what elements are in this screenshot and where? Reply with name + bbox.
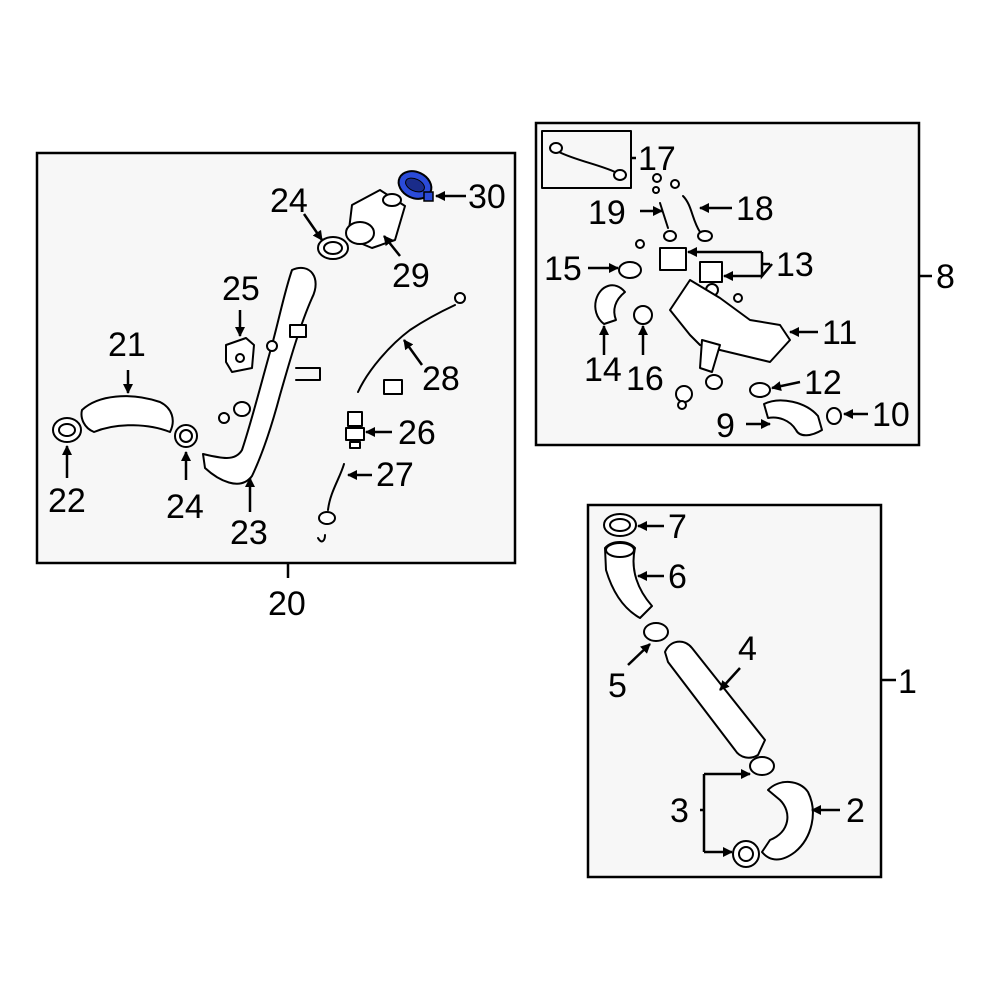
part-4-pipe[interactable] (664, 640, 766, 759)
part-23-intercooler-pipe[interactable] (202, 267, 321, 485)
subgroup-box-17 (541, 130, 632, 189)
callout-14: 14 (584, 351, 622, 389)
callout-19: 19 (588, 194, 626, 232)
part-2-hose[interactable] (761, 781, 814, 861)
part-5-clamp[interactable] (643, 622, 669, 642)
part-15-clamp[interactable] (618, 261, 642, 279)
callout-12: 12 (804, 364, 842, 402)
part-14-hose[interactable] (594, 284, 626, 325)
bolt-nut-pair[interactable] (675, 374, 723, 410)
callout-24-lower: 24 (166, 488, 204, 526)
callout-18: 18 (736, 190, 774, 228)
bolt-small[interactable] (218, 401, 251, 424)
callout-29: 29 (392, 257, 430, 295)
part-24-clamp-upper[interactable] (317, 236, 349, 260)
group-box-8 (534, 121, 921, 447)
callout-7: 7 (668, 508, 687, 546)
group-label-20: 20 (268, 585, 306, 623)
callout-9: 9 (716, 407, 735, 445)
callout-28: 28 (422, 360, 460, 398)
callout-4: 4 (738, 630, 757, 668)
callout-17: 17 (638, 140, 676, 178)
part-12-clamp[interactable] (749, 382, 771, 398)
part-21-hose[interactable] (80, 395, 174, 433)
part-19-hose[interactable] (652, 173, 677, 242)
part-18-hose[interactable] (670, 179, 713, 242)
callout-2: 2 (846, 792, 865, 830)
callout-10: 10 (872, 396, 910, 434)
callout-22: 22 (48, 482, 86, 520)
part-10-clamp[interactable] (826, 407, 842, 425)
callout-27: 27 (376, 456, 414, 494)
group-label-1: 1 (898, 663, 917, 701)
part-11-housing[interactable] (669, 279, 791, 373)
part-3-clamp-lower[interactable] (732, 840, 760, 868)
part-16-clamp[interactable] (633, 305, 653, 325)
callout-11: 11 (822, 314, 857, 352)
group-label-8: 8 (936, 258, 955, 296)
part-22-clamp[interactable] (52, 417, 82, 443)
part-25-bracket[interactable] (225, 337, 255, 373)
part-30-clamp[interactable] (394, 166, 436, 204)
part-6-hose[interactable] (604, 541, 653, 619)
callout-labels: 20 8 1 30 29 24 25 21 22 24 23 28 26 27 … (48, 140, 955, 830)
part-17-hose[interactable] (549, 142, 627, 181)
callout-6: 6 (668, 558, 687, 596)
part-3-clamp-upper[interactable] (749, 756, 775, 776)
callout-21: 21 (108, 326, 146, 364)
callout-15: 15 (544, 250, 582, 288)
leader-lines (62, 156, 932, 857)
callout-13: 13 (776, 246, 814, 284)
callout-16: 16 (626, 360, 664, 398)
part-27-small-hose[interactable] (317, 463, 345, 543)
callout-23: 23 (230, 514, 268, 552)
callout-5: 5 (608, 667, 627, 705)
part-28-vacuum-line[interactable] (357, 292, 466, 395)
callout-30: 30 (468, 178, 506, 216)
callout-26: 26 (398, 414, 436, 452)
part-29-hose-coupling[interactable] (345, 189, 406, 249)
part-24-clamp-lower[interactable] (174, 424, 198, 448)
group-box-1 (586, 503, 883, 879)
part-26-valve[interactable] (345, 411, 365, 449)
callout-3: 3 (670, 792, 689, 830)
part-9-hose[interactable] (763, 399, 823, 437)
callout-24-upper: 24 (270, 182, 308, 220)
callout-25: 25 (222, 270, 260, 308)
part-7-clamp[interactable] (603, 513, 637, 537)
